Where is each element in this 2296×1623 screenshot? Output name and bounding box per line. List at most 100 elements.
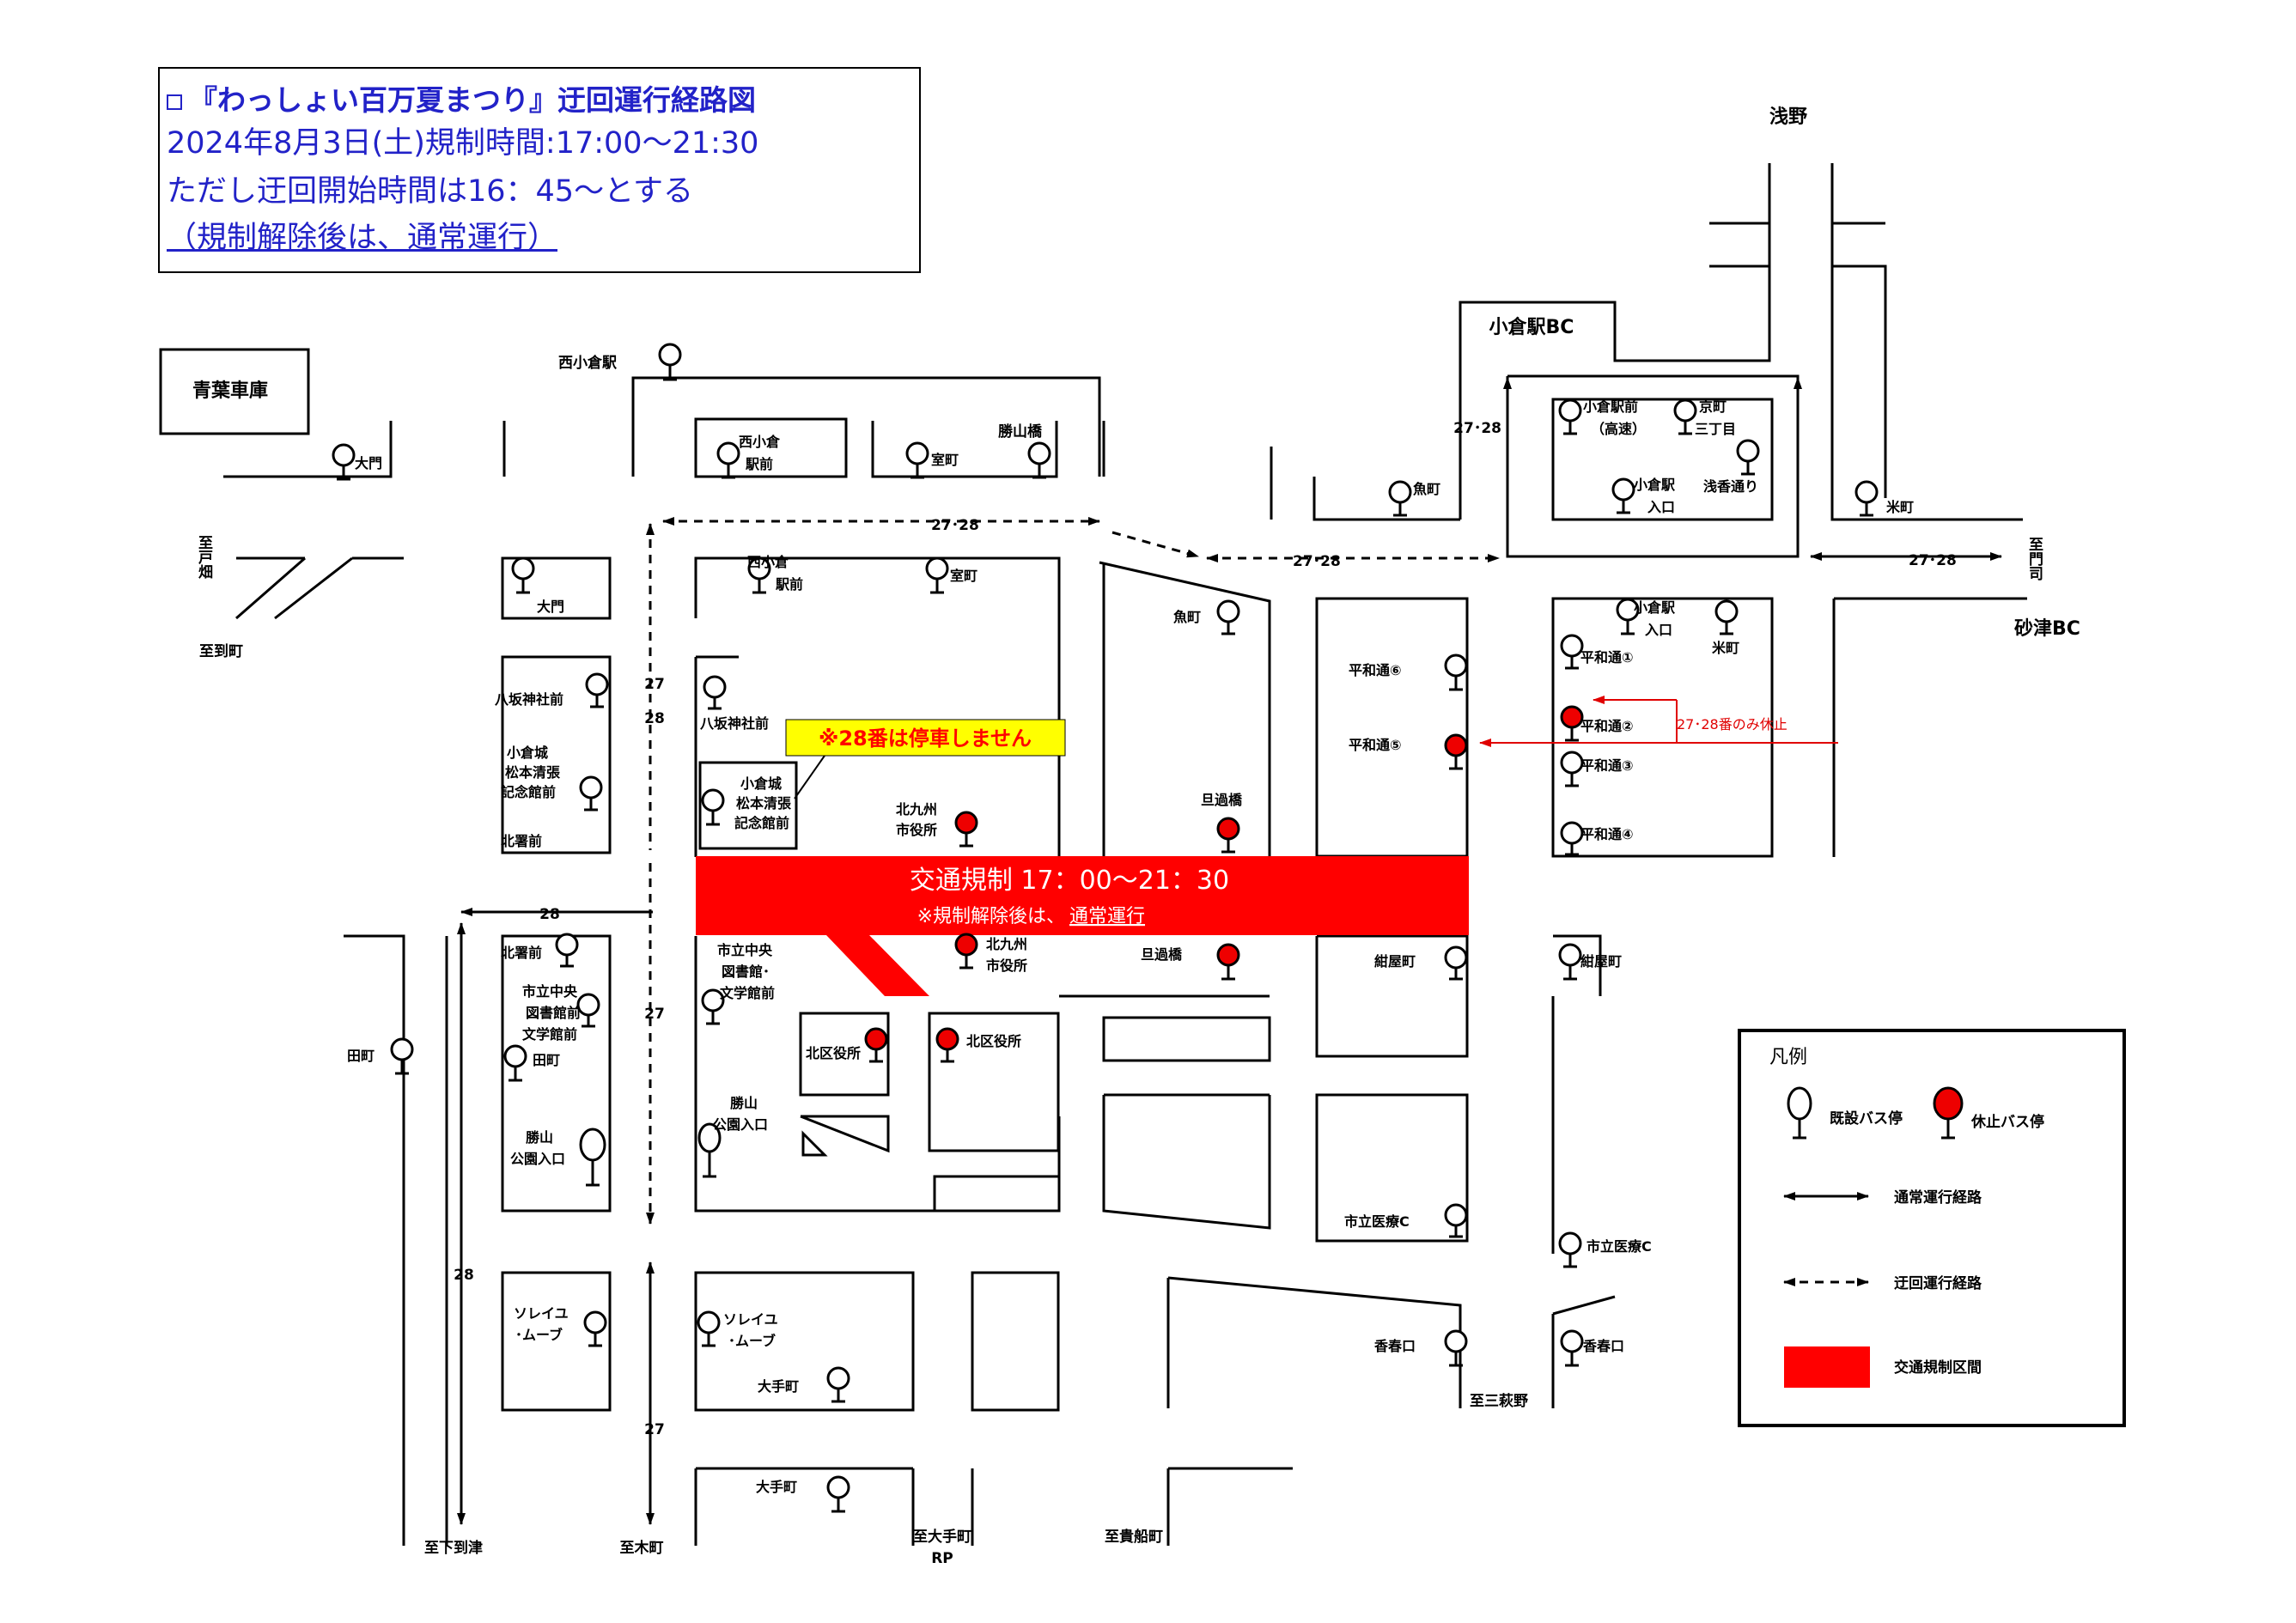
stop-label-konyamachi-2: 紺屋町 [1580,953,1622,970]
stop-label-kinenkan: 記念館前 [501,784,556,800]
bus-stop-icon [1558,1231,1582,1268]
bus-stop-icon [1611,477,1635,514]
legend-suspended-label: 休止バス停 [1970,1113,2044,1131]
bus-stop-icon [1444,1203,1468,1238]
label-27-c: 27 [644,1421,665,1438]
bus-stop-icon [1388,480,1412,517]
bus-stop-icon [747,556,771,594]
label-to-mikano: 至三萩野 [1470,1392,1528,1410]
stop-label-heiwa3: 平和通③ [1580,757,1634,774]
bus-stop-icon [1616,598,1640,635]
stop-label-iriguchi: 入口 [1647,499,1675,515]
stop-label-kousoku: （高速） [1591,421,1646,437]
label-2728-b: 27･28 [1293,553,1341,570]
suspended-stop-icon [954,811,978,848]
label-27-a: 27 [644,676,665,693]
aoba-depot-box [159,348,310,435]
bus-stop-icon [701,788,725,826]
label-28-b: 28 [539,906,560,923]
stop-label-bungaku-2: 文学館前 [522,1026,577,1042]
stop-label-kitakyushu-2: 北九州 [986,936,1027,952]
stop-label-kitasho: 北署前 [501,833,542,849]
suspended-stop-icon [1216,817,1240,854]
legend-suspended-stop-icon [1933,1086,1964,1140]
bus-stop-icon [701,988,725,1025]
bus-stop-icon [576,993,600,1028]
detour-start-note: ただし迂回開始時間は16：45～とする [167,174,694,209]
bus-stop-icon [658,343,682,381]
stop-label-kokura-ekimae: 小倉駅前 [1583,398,1638,415]
stop-label-muromachi: 室町 [931,452,959,468]
label-kokura-bc: 小倉駅BC [1489,316,1574,338]
road-network [159,163,2027,1546]
regulation-band [696,856,1469,935]
label-2728-d: 27･28 [1909,552,1957,569]
stop-label-otemachi-2: 大手町 [756,1479,797,1495]
stop-label-toshokan-2: 図書館前 [526,1005,581,1021]
bus-stop-icon [703,675,727,710]
bus-stop-icon [1558,943,1582,981]
stop-label-kitakyushu: 北九州 [896,801,937,818]
bus-stop-icon [579,775,603,812]
stop-label-ekimae: 駅前 [745,456,773,472]
stop-label-soleil: ソレイユ [514,1305,569,1322]
stop-label-shiyakusho: 市役所 [896,822,937,838]
stop-label-konyamachi: 紺屋町 [1374,953,1416,970]
stop-labels: 大門 西小倉 駅前 室町 魚町 米町 小倉駅前 （高速） 京町 三丁目 小倉駅 … [347,398,1914,1495]
stop-label-kitaku-2: 北区役所 [966,1033,1021,1049]
suspended-stop-icon [1444,733,1468,770]
label-to-itozu: 至到町 [199,643,243,660]
stop-label-tamachi: 田町 [533,1052,560,1068]
stop-label-tankabashi: 旦過橋 [1201,792,1243,808]
stop-label-muup-2: ･ムーブ [728,1333,776,1349]
bus-stop-icon [1673,398,1697,435]
stop-label-otemachi: 大手町 [758,1378,799,1395]
legend-existing-label: 既設バス停 [1830,1109,1903,1128]
label-rp: RP [931,1550,953,1567]
bus-stops [332,343,1879,1513]
route-labels: 27･28 27･28 27･28 27･28 27 28 27 27 28 2… [454,420,1957,1438]
legend-detour-label: 迂回運行経路 [1894,1274,1982,1292]
traffic-regulation-zone: 交通規制 17：00～21：30 ※規制解除後は、 通常運行 [696,856,1469,996]
label-asano: 浅野 [1769,106,1807,128]
stop-label-nishikokura-ekimae: 西小倉 [739,434,781,450]
stop-label-yasaka: 八坂神社前 [494,691,563,708]
no-stop-notice: ※28番は停車しません [785,719,1066,799]
regulation-main-text: 交通規制 17：00～21：30 [910,866,1229,896]
suspended-stop-icon [935,1027,959,1063]
title-box: 『わっしょい百万夏まつり』迂回運行経路図 2024年8月3日(土)規制時間:17… [158,67,921,273]
bus-stop-icon [1560,634,1584,670]
bus-stop-icon [503,1044,527,1082]
label-to-moji: 至門司 [2025,537,2043,581]
bus-stop-icon [579,1128,606,1187]
stop-label-toshokan: 図書館･ [722,963,770,980]
stop-label-kinenkan-2: 記念館前 [734,815,789,831]
label-28-c: 28 [454,1267,474,1284]
regulation-sub-link: 通常運行 [1069,906,1145,927]
bus-stop-icon [697,1122,722,1178]
stop-label-iryo-2: 市立医療C [1586,1238,1652,1255]
stop-label-muromachi-2: 室町 [950,568,977,584]
stop-label-heiwa1: 平和通① [1580,649,1634,666]
stop-label-koen: 公園入口 [713,1116,768,1133]
stop-label-iriguchi-2: 入口 [1645,622,1672,638]
stop-label-asaka: 浅香通り [1703,478,1758,495]
label-sunatsu-bc: 砂津BC [2014,617,2080,640]
stop-label-bungaku: 文学館前 [720,985,775,1001]
bus-stop-icon [905,441,929,479]
legend-title: 凡例 [1769,1047,1807,1068]
stop-label-omon: 大門 [537,599,564,615]
normal-routes [457,374,2002,1525]
label-2728-a: 27･28 [931,517,979,534]
bus-stop-icon [826,1475,850,1513]
regulation-sub-text: ※規制解除後は、 [917,906,1065,927]
bus-stop-icon [1560,1329,1584,1367]
stop-label-iryo: 市立医療C [1344,1213,1410,1230]
stop-label-matsumoto-2: 松本清張 [736,795,792,812]
bus-stop-icon [585,672,609,708]
map-title: 『わっしょい百万夏まつり』迂回運行経路図 [167,77,756,119]
bus-stop-icon [1714,599,1739,635]
stop-label-kyomachi: 京町 [1699,398,1727,415]
bus-stop-icon [1216,599,1240,635]
